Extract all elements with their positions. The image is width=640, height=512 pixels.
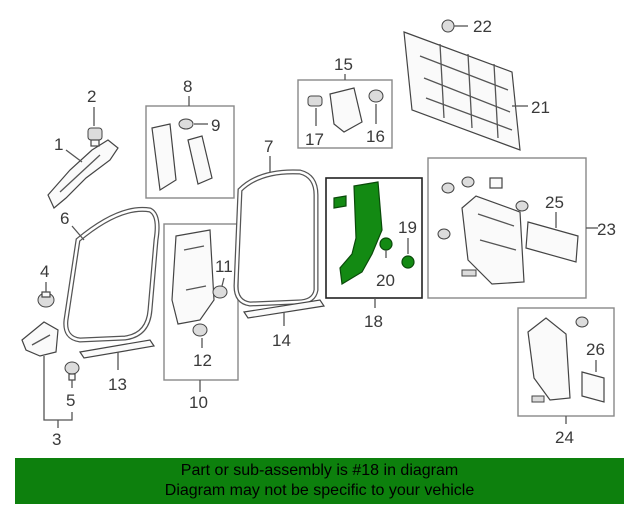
banner-line-1: Part or sub-assembly is #18 in diagram: [180, 462, 459, 479]
part-11-clip[interactable]: [212, 285, 228, 299]
callout-17: 17: [305, 130, 324, 149]
part-18-trim-highlighted[interactable]: [333, 181, 383, 285]
part-20-clip[interactable]: [379, 237, 393, 251]
part-5-clip[interactable]: [64, 361, 80, 381]
info-banner: Part or sub-assembly is #18 in diagram D…: [15, 458, 624, 504]
callout-10: 10: [189, 393, 208, 412]
part-25-panel[interactable]: [525, 221, 579, 263]
part-24-quarter-trim[interactable]: [527, 316, 589, 403]
sub-assembly-box-10: [163, 223, 239, 381]
callout-3: 3: [52, 430, 61, 449]
callout-9: 9: [211, 116, 220, 135]
part-13-scuff-plate[interactable]: [78, 339, 156, 359]
part-10-pillar-trim[interactable]: [171, 229, 215, 325]
part-9-clip[interactable]: [178, 118, 194, 130]
part-17-clip[interactable]: [307, 95, 323, 107]
callout-15: 15: [334, 55, 353, 74]
callout-4: 4: [40, 262, 49, 281]
part-12-clip[interactable]: [192, 323, 208, 337]
callout-12: 12: [193, 351, 212, 370]
part-6-weatherstrip[interactable]: [63, 206, 160, 343]
part-16-clip[interactable]: [368, 89, 384, 103]
sub-assembly-box-8: [145, 105, 235, 199]
part-14-scuff-plate[interactable]: [242, 299, 326, 319]
callout-6: 6: [60, 209, 69, 228]
part-19-clip[interactable]: [401, 255, 415, 269]
part-22-screw[interactable]: [441, 19, 468, 33]
callout-18: 18: [364, 312, 383, 331]
part-1-pillar-trim[interactable]: [47, 139, 119, 209]
part-8-pillar-trim[interactable]: [151, 123, 213, 192]
callout-7: 7: [264, 137, 273, 156]
sub-assembly-box-18: [325, 177, 423, 299]
callout-1: 1: [54, 135, 63, 154]
part-21-back-panel[interactable]: [403, 31, 521, 151]
part-23-quarter-trim[interactable]: [461, 195, 525, 285]
callout-2: 2: [87, 87, 96, 106]
callout-16: 16: [366, 127, 385, 146]
callout-23: 23: [597, 220, 616, 239]
part-2-clip[interactable]: [87, 127, 103, 147]
exploded-parts-diagram: 1 2 6 4 5 3 13 8: [21, 17, 616, 449]
callout-19: 19: [398, 218, 417, 237]
callout-8: 8: [183, 77, 192, 96]
part-7-door-weatherstrip[interactable]: [233, 169, 319, 307]
part-23-clips[interactable]: [437, 176, 529, 277]
callout-13: 13: [108, 375, 127, 394]
part-26-panel[interactable]: [581, 371, 605, 403]
callout-5: 5: [66, 391, 75, 410]
callout-22: 22: [473, 17, 492, 36]
banner-line-2: Diagram may not be specific to your vehi…: [164, 482, 475, 499]
callout-26: 26: [586, 340, 605, 359]
part-15-trim[interactable]: [329, 87, 363, 133]
callout-25: 25: [545, 193, 564, 212]
callout-11: 11: [215, 257, 233, 276]
part-3-lower-trim[interactable]: [21, 321, 59, 357]
callout-21: 21: [531, 98, 550, 117]
part-4-clip[interactable]: [37, 291, 55, 308]
callout-24: 24: [555, 428, 574, 447]
callout-14: 14: [272, 331, 291, 350]
callout-20: 20: [376, 271, 395, 290]
